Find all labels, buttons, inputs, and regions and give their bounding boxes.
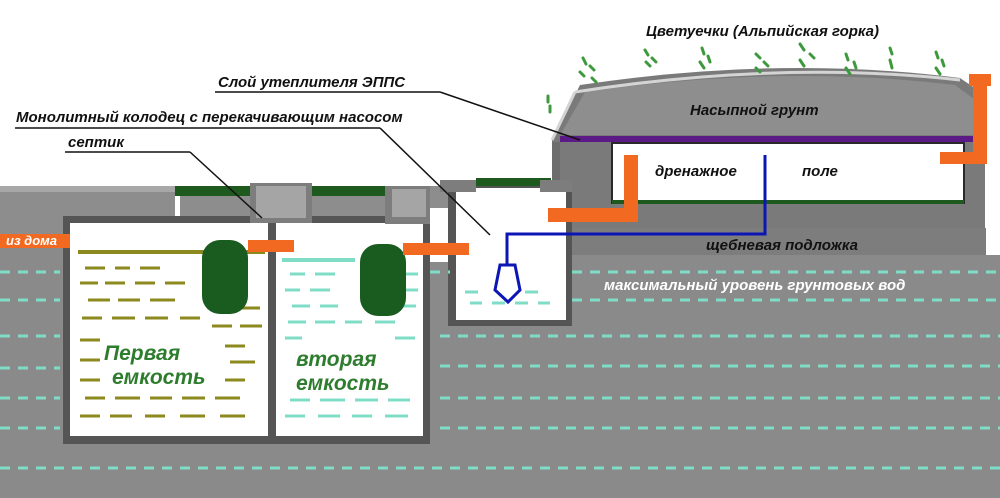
drainage-field: [611, 142, 965, 204]
second-tank-label-line1: вторая: [296, 348, 377, 371]
well-label: Монолитный колодец с перекачивающим насо…: [16, 109, 403, 126]
septic-label: септик: [68, 134, 125, 151]
first-tank-label-line2: емкость: [112, 366, 206, 389]
insulation-layer: [560, 136, 978, 142]
groundwater-label: максимальный уровень грунтовых вод: [604, 277, 905, 294]
pipes: [0, 74, 991, 255]
leader-lines: [15, 91, 581, 236]
float-second-tank: [360, 244, 406, 316]
flowers-label: Цветуечки (Альпийская горка): [646, 23, 879, 40]
plants: [546, 42, 946, 114]
effluent-second: [282, 258, 418, 418]
from-house-label: из дома: [6, 233, 57, 248]
field-label: поле: [802, 163, 838, 180]
gravel-label: щебневая подложка: [706, 237, 858, 254]
drainage-label: дренажное: [655, 163, 737, 180]
backfill-label: Насыпной грунт: [690, 102, 819, 119]
tank-covers: [175, 178, 551, 224]
pump-pipe: [493, 155, 767, 305]
second-tank-label-line2: емкость: [296, 372, 390, 395]
first-tank-label-line1: Первая: [104, 342, 180, 365]
well-water: [465, 290, 550, 305]
insulation-label: Слой утеплителя ЭППС: [218, 74, 406, 91]
float-first-tank: [202, 240, 248, 314]
groundwater-dashes: [0, 270, 1000, 470]
